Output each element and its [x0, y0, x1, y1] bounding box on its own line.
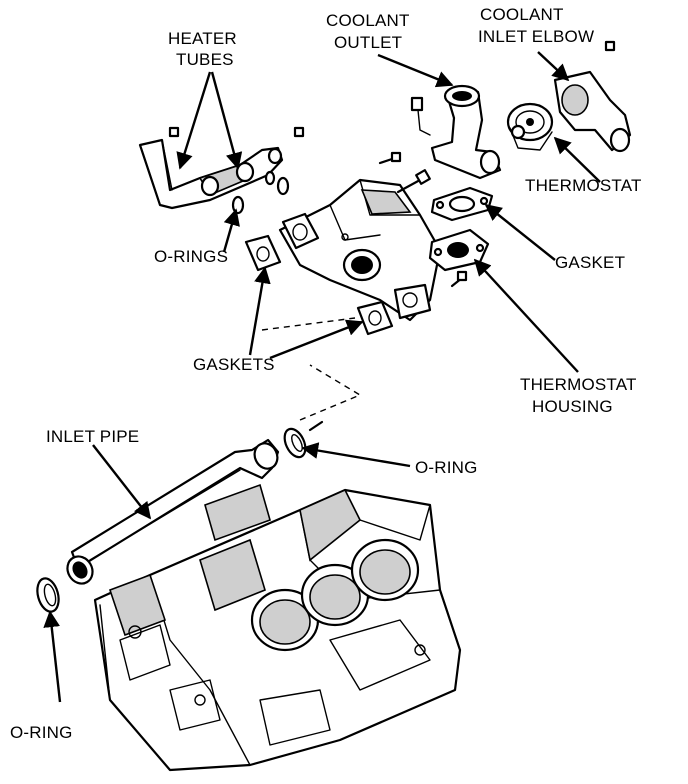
- gasket-left-part: [244, 234, 282, 272]
- label-o-rings: O-RINGS: [154, 247, 228, 266]
- label-inlet-pipe: INLET PIPE: [46, 427, 139, 446]
- thermostat-part: [506, 102, 554, 151]
- label-o-ring-upper: O-RING: [415, 458, 478, 477]
- label-thermostat-housing-line1: THERMOSTAT: [520, 375, 637, 394]
- bolt-icon: [168, 126, 305, 138]
- coolant-outlet-part: [410, 84, 502, 180]
- label-gasket: GASKET: [555, 253, 625, 272]
- label-thermostat-housing-line2: HOUSING: [532, 397, 613, 416]
- bolt-icon: [396, 169, 431, 194]
- thermostat-housing-part: [428, 228, 490, 272]
- label-coolant-inlet-elbow-line2: INLET ELBOW: [478, 27, 594, 46]
- engine-block: [93, 483, 462, 772]
- o-ring-lower-part: [36, 577, 60, 613]
- bolt-icon: [450, 270, 468, 288]
- label-o-ring-lower: O-RING: [10, 723, 73, 742]
- gasket-part: [430, 186, 494, 222]
- label-gaskets: GASKETS: [193, 355, 275, 374]
- label-heater-tubes-line1: HEATER: [168, 29, 237, 48]
- o-ring-upper-part: [283, 420, 324, 459]
- label-heater-tubes-line2: TUBES: [176, 50, 234, 69]
- coolant-inlet-elbow-part: [553, 40, 632, 153]
- alignment-line: [299, 364, 362, 421]
- leader-lines: [43, 51, 601, 703]
- label-coolant-inlet-elbow-line1: COOLANT: [480, 5, 564, 24]
- water-manifold: [278, 178, 442, 322]
- inlet-pipe: [66, 438, 280, 585]
- heater-tubes-part: [138, 138, 284, 210]
- label-thermostat: THERMOSTAT: [525, 176, 642, 195]
- labels: HEATER TUBES COOLANT OUTLET COOLANT INLE…: [10, 5, 642, 742]
- label-coolant-outlet-line1: COOLANT: [326, 11, 410, 30]
- alignment-line: [261, 317, 356, 331]
- bolt-icon: [378, 151, 402, 165]
- gasket-lower-part: [356, 300, 394, 336]
- label-coolant-outlet-line2: OUTLET: [334, 33, 402, 52]
